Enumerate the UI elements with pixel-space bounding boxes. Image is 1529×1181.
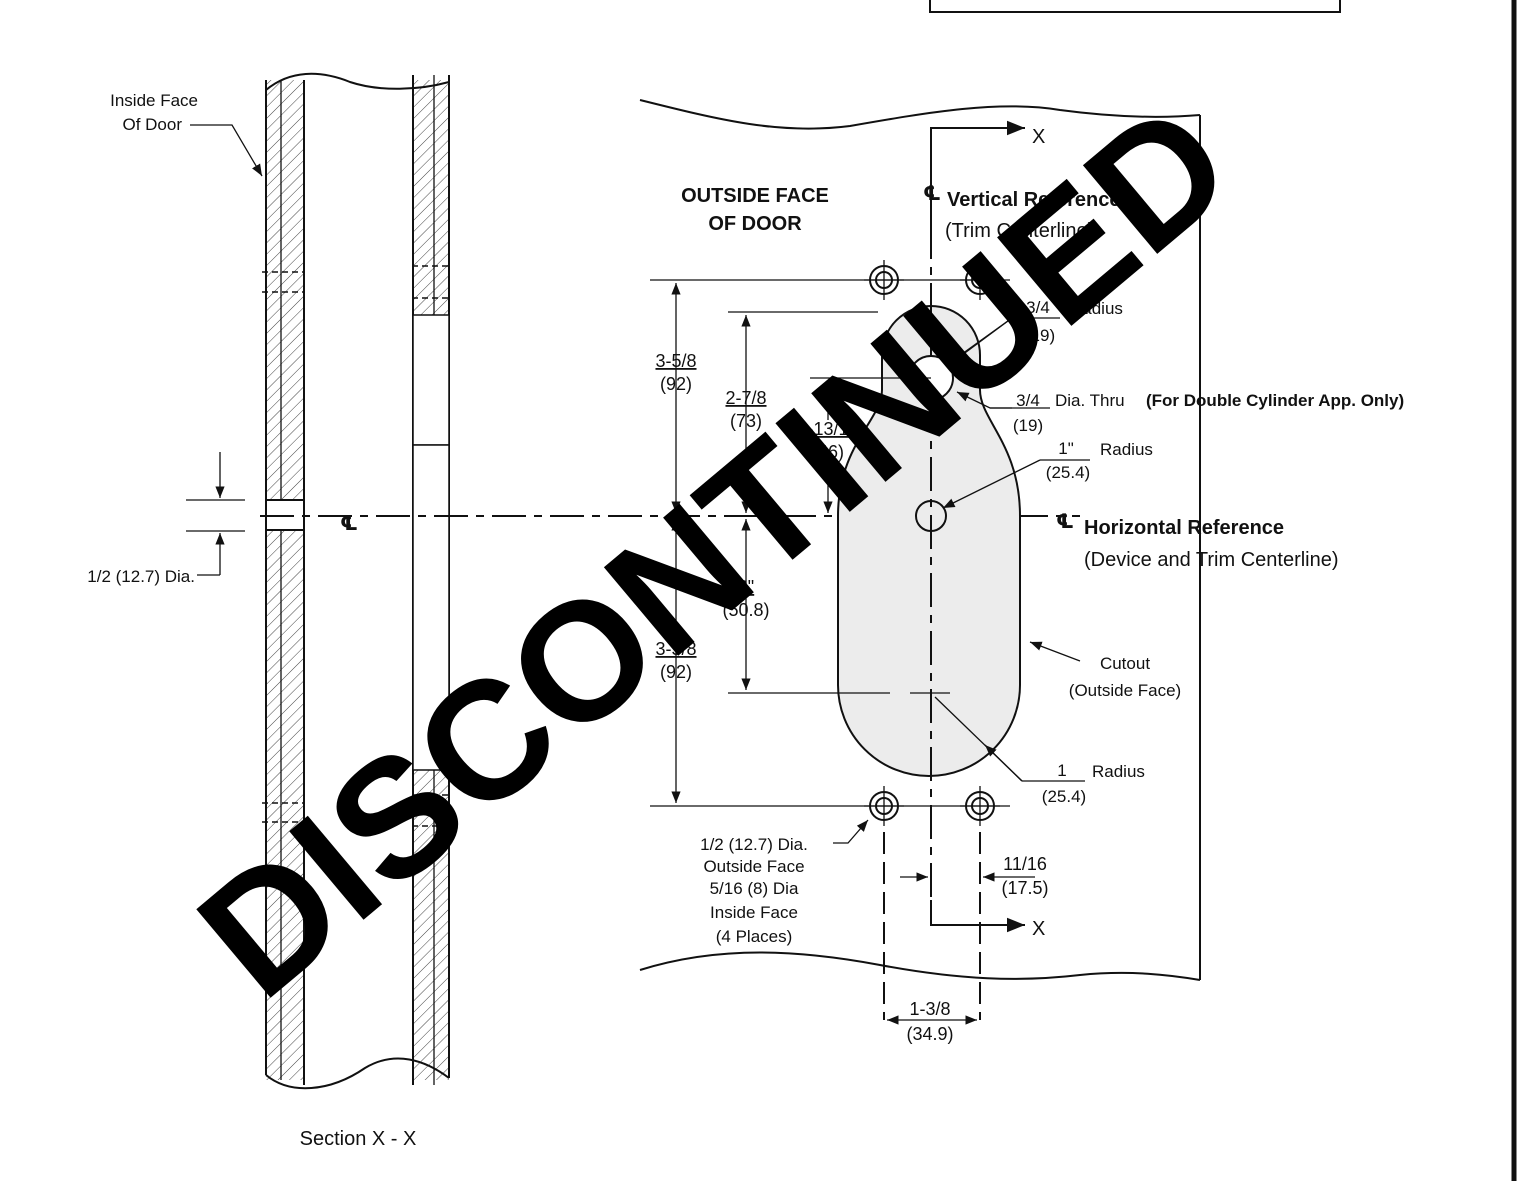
door-break-bottom xyxy=(639,951,1201,981)
cyl-hole-in: 3/4 xyxy=(1016,391,1040,410)
dim-11-16-mm: (17.5) xyxy=(1001,878,1048,898)
inside-face-label-2: Of Door xyxy=(122,115,182,134)
radius-mid-in: 1" xyxy=(1058,439,1074,458)
cyl-hole-note: (For Double Cylinder App. Only) xyxy=(1146,391,1404,410)
cutout-shape xyxy=(837,305,1021,777)
outside-face-label-1: OUTSIDE FACE xyxy=(681,185,829,207)
break-line-bottom xyxy=(265,1057,450,1090)
inside-face-label-1: Inside Face xyxy=(110,91,198,110)
radius-bottom-in: 1 xyxy=(1057,761,1066,780)
mount-holes-line-2: Outside Face xyxy=(703,857,804,876)
section-view: ℄ 1/2 (12.7) Dia. Inside Face Of Door Se… xyxy=(87,72,1080,1150)
radius-top-mm: (19) xyxy=(1025,326,1055,345)
outside-face-label-2: OF DOOR xyxy=(708,213,802,235)
section-title: Section X - X xyxy=(300,1128,417,1150)
cyl-hole-text: Dia. Thru xyxy=(1055,391,1125,410)
dim-1-3-8-in: 1-3/8 xyxy=(909,999,950,1019)
dim-11-16-in: 11/16 xyxy=(1003,854,1047,874)
cutout-label-2: (Outside Face) xyxy=(1069,681,1181,700)
radius-top-in: 3/4 xyxy=(1026,298,1050,317)
section-hole-dia-label: 1/2 (12.7) Dia. xyxy=(87,567,195,586)
dim-2-7-8-mm: (73) xyxy=(730,411,762,431)
horizontal-ref-subtitle: (Device and Trim Centerline) xyxy=(1084,549,1339,571)
mount-holes-line-4: Inside Face xyxy=(710,903,798,922)
break-line-top xyxy=(265,72,450,91)
dim-bottom-3-5-8-in: 3-5/8 xyxy=(655,639,696,659)
section-marker-bottom: X xyxy=(1032,918,1045,940)
dim-top-3-5-8-in: 3-5/8 xyxy=(655,351,696,371)
mount-holes-line-5: (4 Places) xyxy=(716,927,793,946)
mount-holes-line-3: 5/16 (8) Dia xyxy=(710,879,799,898)
vertical-ref-title: Vertical Reference xyxy=(947,189,1120,211)
dim-bottom-3-5-8-mm: (92) xyxy=(660,662,692,682)
dim-1-13-16-in: 1-13/16 xyxy=(797,419,858,439)
center-hole xyxy=(915,500,947,532)
dim-1-3-8-mm: (34.9) xyxy=(906,1024,953,1044)
section-marker-top: X xyxy=(1032,126,1045,148)
door-break-top xyxy=(639,99,1201,130)
dim-2-in: 2" xyxy=(738,577,754,597)
door-face-view: X X 3-5/8 xyxy=(639,99,1404,1044)
cutout-label-1: Cutout xyxy=(1100,654,1150,673)
radius-mid-word: Radius xyxy=(1100,440,1153,459)
vertical-ref-symbol: ℄ xyxy=(923,183,941,205)
horizontal-ref-title: Horizontal Reference xyxy=(1084,517,1284,539)
radius-mid-mm: (25.4) xyxy=(1046,463,1090,482)
dim-top-3-5-8-mm: (92) xyxy=(660,374,692,394)
door-skin-inner xyxy=(266,80,304,1080)
mount-holes-line-1: 1/2 (12.7) Dia. xyxy=(700,835,808,854)
dim-1-13-16-mm: (46) xyxy=(812,442,844,462)
dim-2-7-8-in: 2-7/8 xyxy=(725,388,766,408)
radius-bottom-mm: (25.4) xyxy=(1042,787,1086,806)
section-centerline-symbol: ℄ xyxy=(340,513,358,535)
vertical-ref-subtitle: (Trim Centerline) xyxy=(945,220,1094,242)
radius-bottom-word: Radius xyxy=(1092,762,1145,781)
cyl-hole-mm: (19) xyxy=(1013,416,1043,435)
horizontal-ref-symbol: ℄ xyxy=(1056,511,1074,533)
dim-2-mm: (50.8) xyxy=(722,600,769,620)
radius-top-word: Radius xyxy=(1070,299,1123,318)
title-box-edge xyxy=(929,0,1341,13)
